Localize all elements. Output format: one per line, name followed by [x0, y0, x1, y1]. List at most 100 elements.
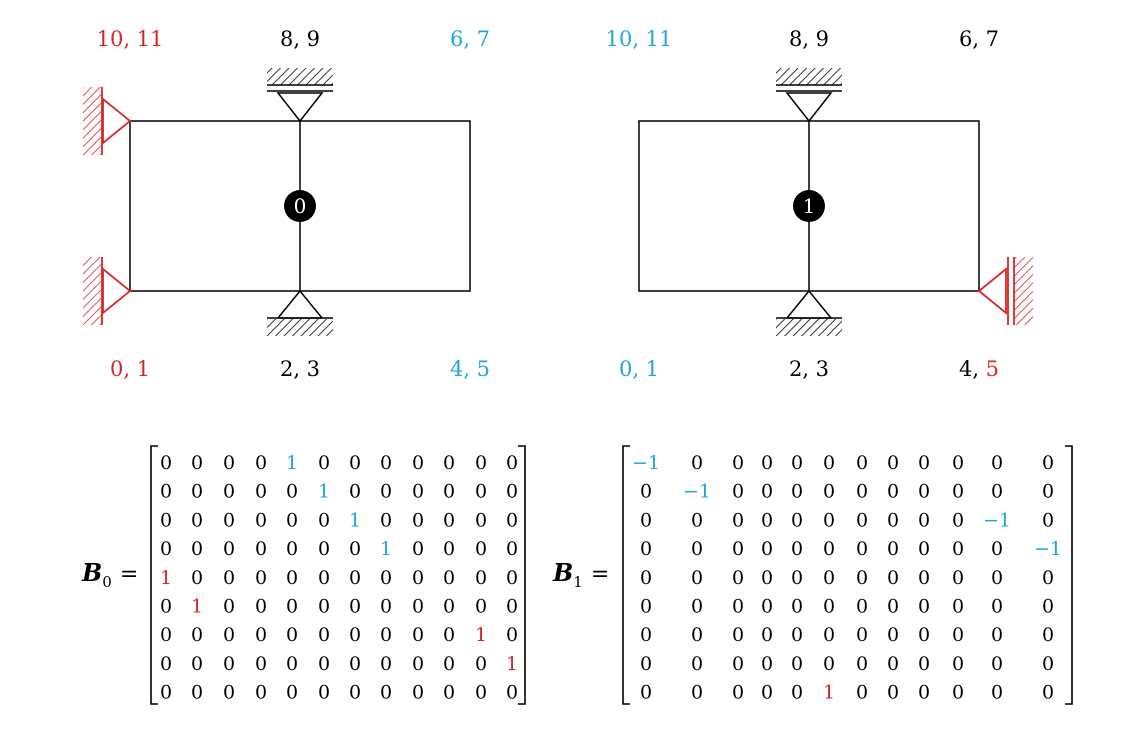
matrix-cell: 0	[1042, 682, 1054, 704]
matrix-cell: 0	[255, 596, 267, 618]
matrix-cell: 0	[255, 653, 267, 675]
matrix-cell: 0	[160, 653, 172, 675]
matrix-cell: 0	[887, 567, 899, 589]
matrix-cell: 0	[506, 538, 518, 560]
matrix-cell: 0	[255, 624, 267, 646]
matrix-cell: −1	[983, 509, 1011, 531]
matrix-cell: 0	[823, 481, 835, 503]
matrix-cell: 0	[223, 481, 235, 503]
matrix-cell: 0	[952, 567, 964, 589]
matrix-cell: 0	[475, 596, 487, 618]
matrix-cell: 0	[918, 682, 930, 704]
dof-label-part: 4,	[959, 357, 986, 381]
dof-label-part: 8, 9	[789, 27, 829, 51]
matrix-cell: 0	[380, 596, 392, 618]
matrix-cell: 0	[823, 567, 835, 589]
matrix-cell: 0	[443, 509, 455, 531]
dof-label-part: 4, 5	[450, 357, 490, 381]
matrix-cell: 0	[380, 481, 392, 503]
matrix-cell: 0	[160, 682, 172, 704]
matrix-cell: 0	[475, 509, 487, 531]
matrix-cell: 0	[732, 452, 744, 474]
matrix-cell: 0	[991, 567, 1003, 589]
matrix-cell: 0	[823, 653, 835, 675]
matrix-cell: 0	[286, 682, 298, 704]
matrix-cell: 0	[191, 452, 203, 474]
dof-label-part: 0, 1	[619, 357, 659, 381]
matrix-cell: 0	[475, 538, 487, 560]
matrix-cell: 0	[475, 452, 487, 474]
matrix-cell: 0	[640, 624, 652, 646]
matrix-cell: 0	[791, 509, 803, 531]
matrix-cell: 0	[223, 653, 235, 675]
matrix-cell: 0	[952, 682, 964, 704]
matrix-cell: 0	[1042, 481, 1054, 503]
matrix-cell: 0	[856, 682, 868, 704]
matrix-cell: 1	[160, 567, 172, 589]
matrix-cell: 0	[191, 567, 203, 589]
dof-label-part: 5	[986, 357, 999, 381]
matrix-cell: 0	[160, 624, 172, 646]
matrix-cell: 0	[255, 538, 267, 560]
matrix-cell: 0	[887, 624, 899, 646]
matrix-cell: 0	[191, 682, 203, 704]
matrix-cell: 0	[380, 567, 392, 589]
matrix-cell: 0	[223, 682, 235, 704]
matrix-cell: 0	[791, 682, 803, 704]
matrix-cell: 0	[318, 538, 330, 560]
matrix-cell: 0	[952, 624, 964, 646]
dof-label-part: 8, 9	[280, 27, 320, 51]
matrix-cell: 0	[918, 509, 930, 531]
matrix-cell: 0	[380, 653, 392, 675]
matrix-cell: 0	[286, 653, 298, 675]
left-top-support-icon	[83, 87, 132, 155]
matrix-cell: 0	[1042, 653, 1054, 675]
matrix-cell: 0	[761, 509, 773, 531]
matrix-cell: 0	[856, 567, 868, 589]
matrix-cell: 0	[318, 624, 330, 646]
matrix-cell: 0	[475, 567, 487, 589]
matrix-cell: 0	[918, 452, 930, 474]
matrix-cell: 0	[823, 452, 835, 474]
dof-label-part: 2, 3	[280, 357, 320, 381]
matrix-cell: 0	[506, 452, 518, 474]
matrix-cell: 0	[191, 481, 203, 503]
dof-label-top-left: 10, 11	[606, 27, 673, 51]
dof-label-top-center: 8, 9	[789, 27, 829, 51]
bottom-center-support-icon	[267, 289, 333, 336]
matrix-cell: 0	[918, 653, 930, 675]
matrix-cell: 0	[349, 452, 361, 474]
matrix-cell: 0	[223, 538, 235, 560]
matrix-cell: 0	[160, 538, 172, 560]
matrix-cell: 0	[887, 452, 899, 474]
matrix-cell: 0	[349, 567, 361, 589]
matrix-cell: 0	[412, 624, 424, 646]
element-diagram-1: 1 10, 11 8, 9 6, 7 0, 1 2, 3 4, 5	[606, 27, 1033, 381]
matrix-cell: −1	[683, 481, 711, 503]
dof-label-part: 0, 1	[110, 357, 150, 381]
matrix-cell: 0	[443, 538, 455, 560]
matrix-cell: 0	[887, 596, 899, 618]
dof-label-part: 6, 7	[959, 27, 999, 51]
matrix-cell: 0	[255, 452, 267, 474]
matrix-cell: 0	[286, 567, 298, 589]
dof-label-top-right: 6, 7	[450, 27, 490, 51]
matrix-cell: 0	[823, 596, 835, 618]
matrix-cell: 0	[856, 509, 868, 531]
matrix-cell: 0	[1042, 596, 1054, 618]
matrix-cell: 0	[349, 653, 361, 675]
matrix-cell: 0	[506, 682, 518, 704]
dof-label-top-center: 8, 9	[280, 27, 320, 51]
dof-label-top-left: 10, 11	[97, 27, 164, 51]
matrix-cell: 0	[856, 452, 868, 474]
matrix-cell: 0	[952, 653, 964, 675]
matrix-cell: 0	[691, 509, 703, 531]
matrix-cell: 0	[918, 538, 930, 560]
right-bottom-roller-support-icon	[977, 257, 1033, 325]
dof-label-part: 6, 7	[450, 27, 490, 51]
matrix-cell: 0	[732, 567, 744, 589]
element-diagram-0: 0 10, 11 8, 9 6, 7 0, 1 2, 3 4, 5	[83, 27, 490, 381]
matrix-cell: 0	[223, 596, 235, 618]
matrix-cell: 0	[856, 538, 868, 560]
